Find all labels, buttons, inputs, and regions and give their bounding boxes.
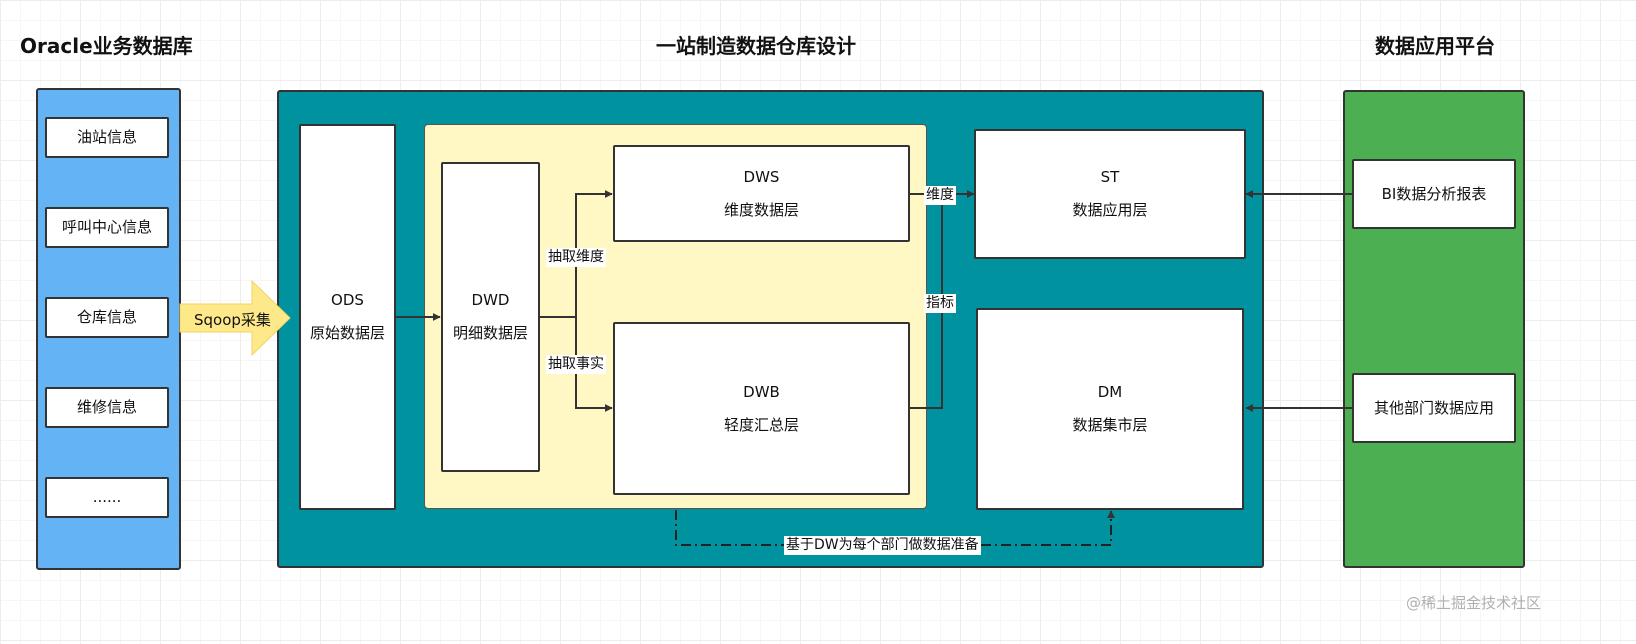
- dwd-branch-edge: [575, 317, 613, 412]
- source-item[interactable]: 呼叫中心信息: [45, 207, 169, 248]
- ods-name: ODS: [331, 291, 364, 309]
- dws-name: DWS: [743, 167, 780, 186]
- source-item[interactable]: 维修信息: [45, 387, 169, 428]
- dwb-layer[interactable]: DWB 轻度汇总层: [613, 322, 910, 495]
- source-item-label: 维修信息: [76, 398, 137, 416]
- dwb-name: DWB: [743, 382, 780, 401]
- source-item-label: ......: [92, 488, 122, 506]
- st-desc: 数据应用层: [1072, 201, 1148, 219]
- app-platform-title: 数据应用平台: [1375, 34, 1495, 58]
- app-dept-data[interactable]: 其他部门数据应用: [1352, 373, 1516, 443]
- source-item-label: 仓库信息: [76, 308, 137, 326]
- dwb-desc: 轻度汇总层: [723, 415, 799, 434]
- dm-name: DM: [1097, 383, 1123, 401]
- app-label: BI数据分析报表: [1381, 184, 1487, 203]
- sqoop-label: Sqoop采集: [194, 311, 271, 329]
- watermark: @稀土掘金技术社区: [1406, 594, 1542, 612]
- app-label: 其他部门数据应用: [1373, 398, 1494, 417]
- source-item[interactable]: ......: [45, 477, 169, 518]
- dwd-desc: 明细数据层: [452, 324, 528, 342]
- dws-layer[interactable]: DWS 维度数据层: [613, 145, 910, 242]
- dm-layer[interactable]: DM 数据集市层: [976, 308, 1244, 510]
- dwd-layer[interactable]: DWD 明细数据层: [441, 162, 540, 472]
- st-name: ST: [1100, 168, 1120, 186]
- extract-fact-label: 抽取事实: [546, 355, 606, 374]
- dimension-label: 维度: [924, 186, 956, 205]
- dws-desc: 维度数据层: [723, 200, 799, 219]
- source-db-title: Oracle业务数据库: [20, 34, 193, 58]
- source-item-label: 呼叫中心信息: [61, 218, 152, 236]
- dw-to-dm-dashed-edge: [675, 510, 1115, 546]
- source-item[interactable]: 油站信息: [45, 117, 169, 158]
- app-bi-report[interactable]: BI数据分析报表: [1352, 159, 1516, 229]
- dw-prepare-label: 基于DW为每个部门做数据准备: [784, 536, 981, 555]
- ods-layer[interactable]: ODS 原始数据层: [299, 124, 396, 510]
- source-item[interactable]: 仓库信息: [45, 297, 169, 338]
- warehouse-title: 一站制造数据仓库设计: [656, 34, 856, 58]
- dwb-to-st-edge: [909, 194, 943, 409]
- metric-label: 指标: [924, 294, 956, 313]
- dwd-name: DWD: [471, 291, 510, 309]
- st-layer[interactable]: ST 数据应用层: [974, 129, 1246, 259]
- sqoop-arrow-shape: [179, 279, 291, 357]
- extract-dim-label: 抽取维度: [546, 248, 606, 267]
- ods-desc: 原始数据层: [309, 324, 385, 342]
- dm-desc: 数据集市层: [1072, 416, 1148, 434]
- source-item-label: 油站信息: [76, 128, 137, 146]
